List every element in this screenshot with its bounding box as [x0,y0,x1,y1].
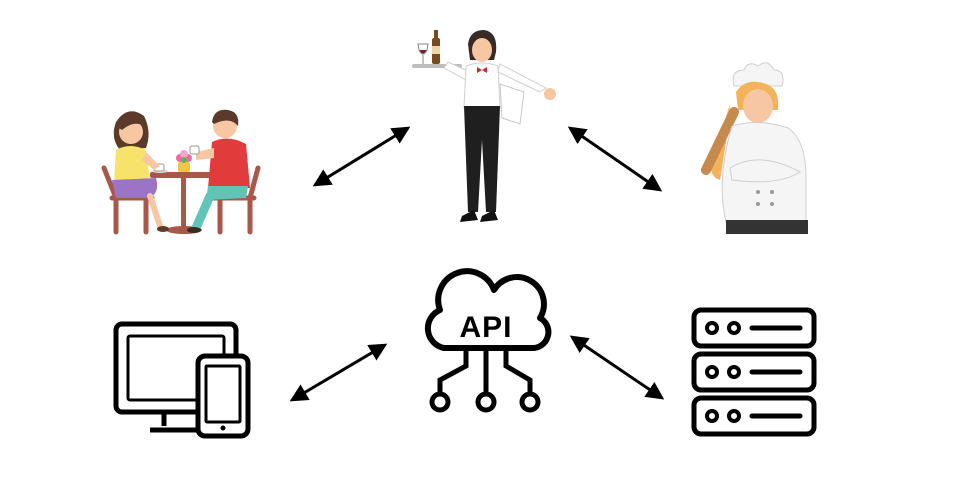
flower-pot-icon [176,150,192,172]
woman-customer [112,111,169,232]
arrows [289,126,665,402]
man-customer [187,109,250,233]
arrow-customers-waiter [312,126,411,187]
tray-with-wine-icon [412,30,462,68]
api-label: API [459,311,512,344]
chef-illustration [701,62,808,234]
computer-and-phone-icon [113,321,251,439]
customers-at-table-illustration [101,109,261,235]
api-cloud-icon: API [424,268,552,413]
server-database-icon [691,307,817,437]
arrow-client-api [289,343,388,402]
waiter-illustration [412,30,556,222]
arrow-waiter-chef [567,126,663,192]
arrow-api-server [569,335,665,400]
